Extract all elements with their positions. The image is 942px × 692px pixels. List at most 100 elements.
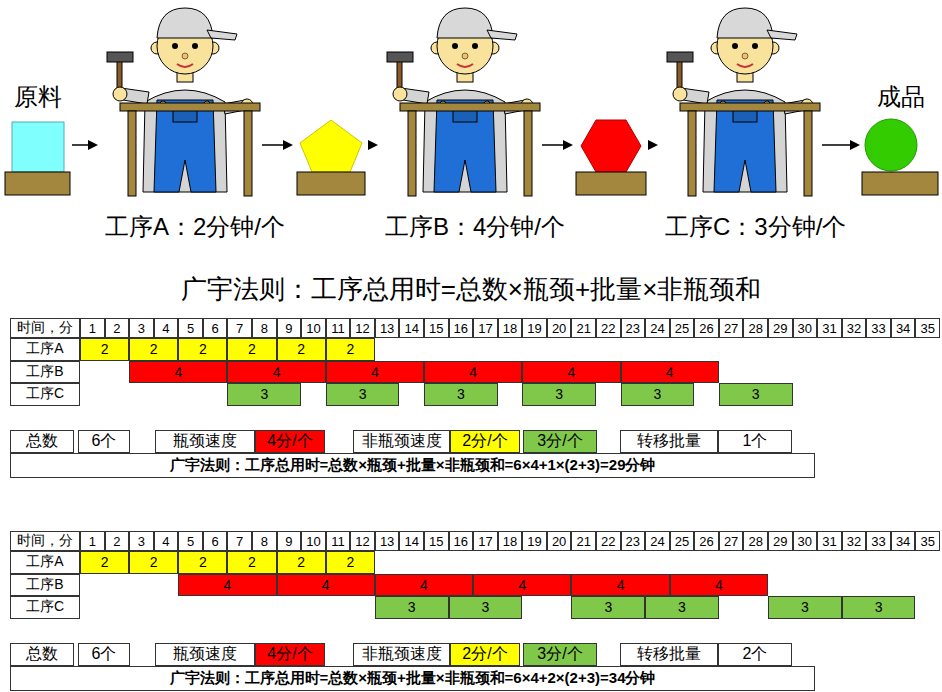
station-label: 工序C：3分钟/个 <box>665 212 846 242</box>
time-bar: 2 <box>326 551 375 574</box>
worker-a <box>107 8 260 196</box>
raw-material: 原料 <box>5 120 70 195</box>
hexagon-part <box>581 120 641 172</box>
node-heading: 原料 <box>14 82 62 112</box>
time-tick: 2 <box>105 318 130 338</box>
worker-c <box>667 8 820 196</box>
base <box>576 172 646 195</box>
time-bar: 2 <box>277 338 326 361</box>
time-tick: 8 <box>252 318 277 338</box>
time-tick: 15 <box>424 318 449 338</box>
formula-box: 广宇法则：工序总用时=总数×瓶颈+批量×非瓶颈和=6×4+2×(2+3)=34分… <box>10 666 815 691</box>
time-tick: 26 <box>694 531 719 551</box>
process-name: 工序A <box>10 551 80 574</box>
time-tick: 31 <box>817 531 842 551</box>
arrow-line <box>72 144 89 146</box>
info-cell: 2分/个 <box>450 430 520 453</box>
time-bar: 3 <box>522 383 596 406</box>
time-bar: 3 <box>842 596 916 619</box>
time-bar: 4 <box>277 574 375 597</box>
process-station: 工序B：4分钟/个 <box>380 5 540 200</box>
info-cell: 非瓶颈速度 <box>353 643 450 666</box>
info-cell: 瓶颈速度 <box>155 430 255 453</box>
arrow-head <box>88 140 98 150</box>
time-tick: 33 <box>866 531 891 551</box>
time-bar: 4 <box>227 361 325 384</box>
info-cell: 6个 <box>78 430 130 453</box>
time-tick: 29 <box>768 531 793 551</box>
station-label: 工序B：4分钟/个 <box>385 212 565 242</box>
time-tick: 6 <box>203 531 228 551</box>
time-bar: 2 <box>80 551 129 574</box>
arrow-head <box>563 140 573 150</box>
time-tick: 1 <box>80 318 105 338</box>
time-tick: 3 <box>129 318 154 338</box>
time-tick: 15 <box>424 531 449 551</box>
arrow-head <box>368 140 378 150</box>
time-tick: 1 <box>80 531 105 551</box>
time-bar: 3 <box>227 383 301 406</box>
time-bar: 3 <box>375 596 449 619</box>
time-tick: 5 <box>178 531 203 551</box>
time-bar: 3 <box>326 383 400 406</box>
time-bar: 3 <box>424 383 498 406</box>
time-tick: 6 <box>203 318 228 338</box>
time-tick: 11 <box>326 531 351 551</box>
time-bar: 3 <box>645 596 719 619</box>
time-bar: 2 <box>129 551 178 574</box>
base <box>5 172 70 195</box>
info-cell: 2个 <box>718 643 792 666</box>
time-tick: 2 <box>105 531 130 551</box>
time-bar: 4 <box>424 361 522 384</box>
time-tick: 24 <box>645 318 670 338</box>
time-tick: 33 <box>866 318 891 338</box>
time-bar: 4 <box>178 574 276 597</box>
time-tick: 28 <box>743 531 768 551</box>
time-tick: 4 <box>154 318 179 338</box>
time-tick: 19 <box>522 318 547 338</box>
time-tick: 14 <box>399 531 424 551</box>
time-tick: 8 <box>252 531 277 551</box>
time-bar: 4 <box>571 574 669 597</box>
time-tick: 35 <box>915 318 940 338</box>
info-cell: 1个 <box>718 430 792 453</box>
diagram-title: 广宇法则：工序总用时=总数×瓶颈+批量×非瓶颈和 <box>0 273 942 305</box>
time-tick: 10 <box>301 318 326 338</box>
time-tick: 23 <box>621 318 646 338</box>
time-bar: 2 <box>227 551 276 574</box>
time-tick: 14 <box>399 318 424 338</box>
pentagon-part <box>300 120 362 172</box>
time-bar: 4 <box>326 361 424 384</box>
time-tick: 9 <box>277 531 302 551</box>
flow-arrow <box>822 140 860 150</box>
finished-product: 成品 <box>862 120 940 195</box>
time-tick: 5 <box>178 318 203 338</box>
time-tick: 31 <box>817 318 842 338</box>
base <box>862 172 938 195</box>
time-tick: 30 <box>793 531 818 551</box>
time-tick: 13 <box>375 531 400 551</box>
info-cell: 3分/个 <box>523 643 597 666</box>
time-bar: 4 <box>473 574 571 597</box>
time-tick: 18 <box>498 318 523 338</box>
time-bar: 2 <box>129 338 178 361</box>
time-bar: 2 <box>227 338 276 361</box>
time-tick: 16 <box>449 318 474 338</box>
time-header: 时间，分 <box>10 318 80 338</box>
process-station: 工序C：3分钟/个 <box>660 5 820 200</box>
time-bar: 3 <box>449 596 523 619</box>
time-tick: 22 <box>596 318 621 338</box>
formula-box: 广宇法则：工序总用时=总数×瓶颈+批量×非瓶颈和=6×4+1×(2+3)=29分… <box>10 453 815 478</box>
info-cell: 非瓶颈速度 <box>353 430 450 453</box>
time-tick: 20 <box>547 318 572 338</box>
time-bar: 3 <box>719 383 793 406</box>
time-tick: 4 <box>154 531 179 551</box>
time-tick: 16 <box>449 531 474 551</box>
time-tick: 13 <box>375 318 400 338</box>
process-name: 工序C <box>10 383 80 406</box>
process-name: 工序B <box>10 574 80 597</box>
arrow-line <box>542 144 564 146</box>
arrow-head <box>283 140 293 150</box>
arrow-line <box>262 144 284 146</box>
